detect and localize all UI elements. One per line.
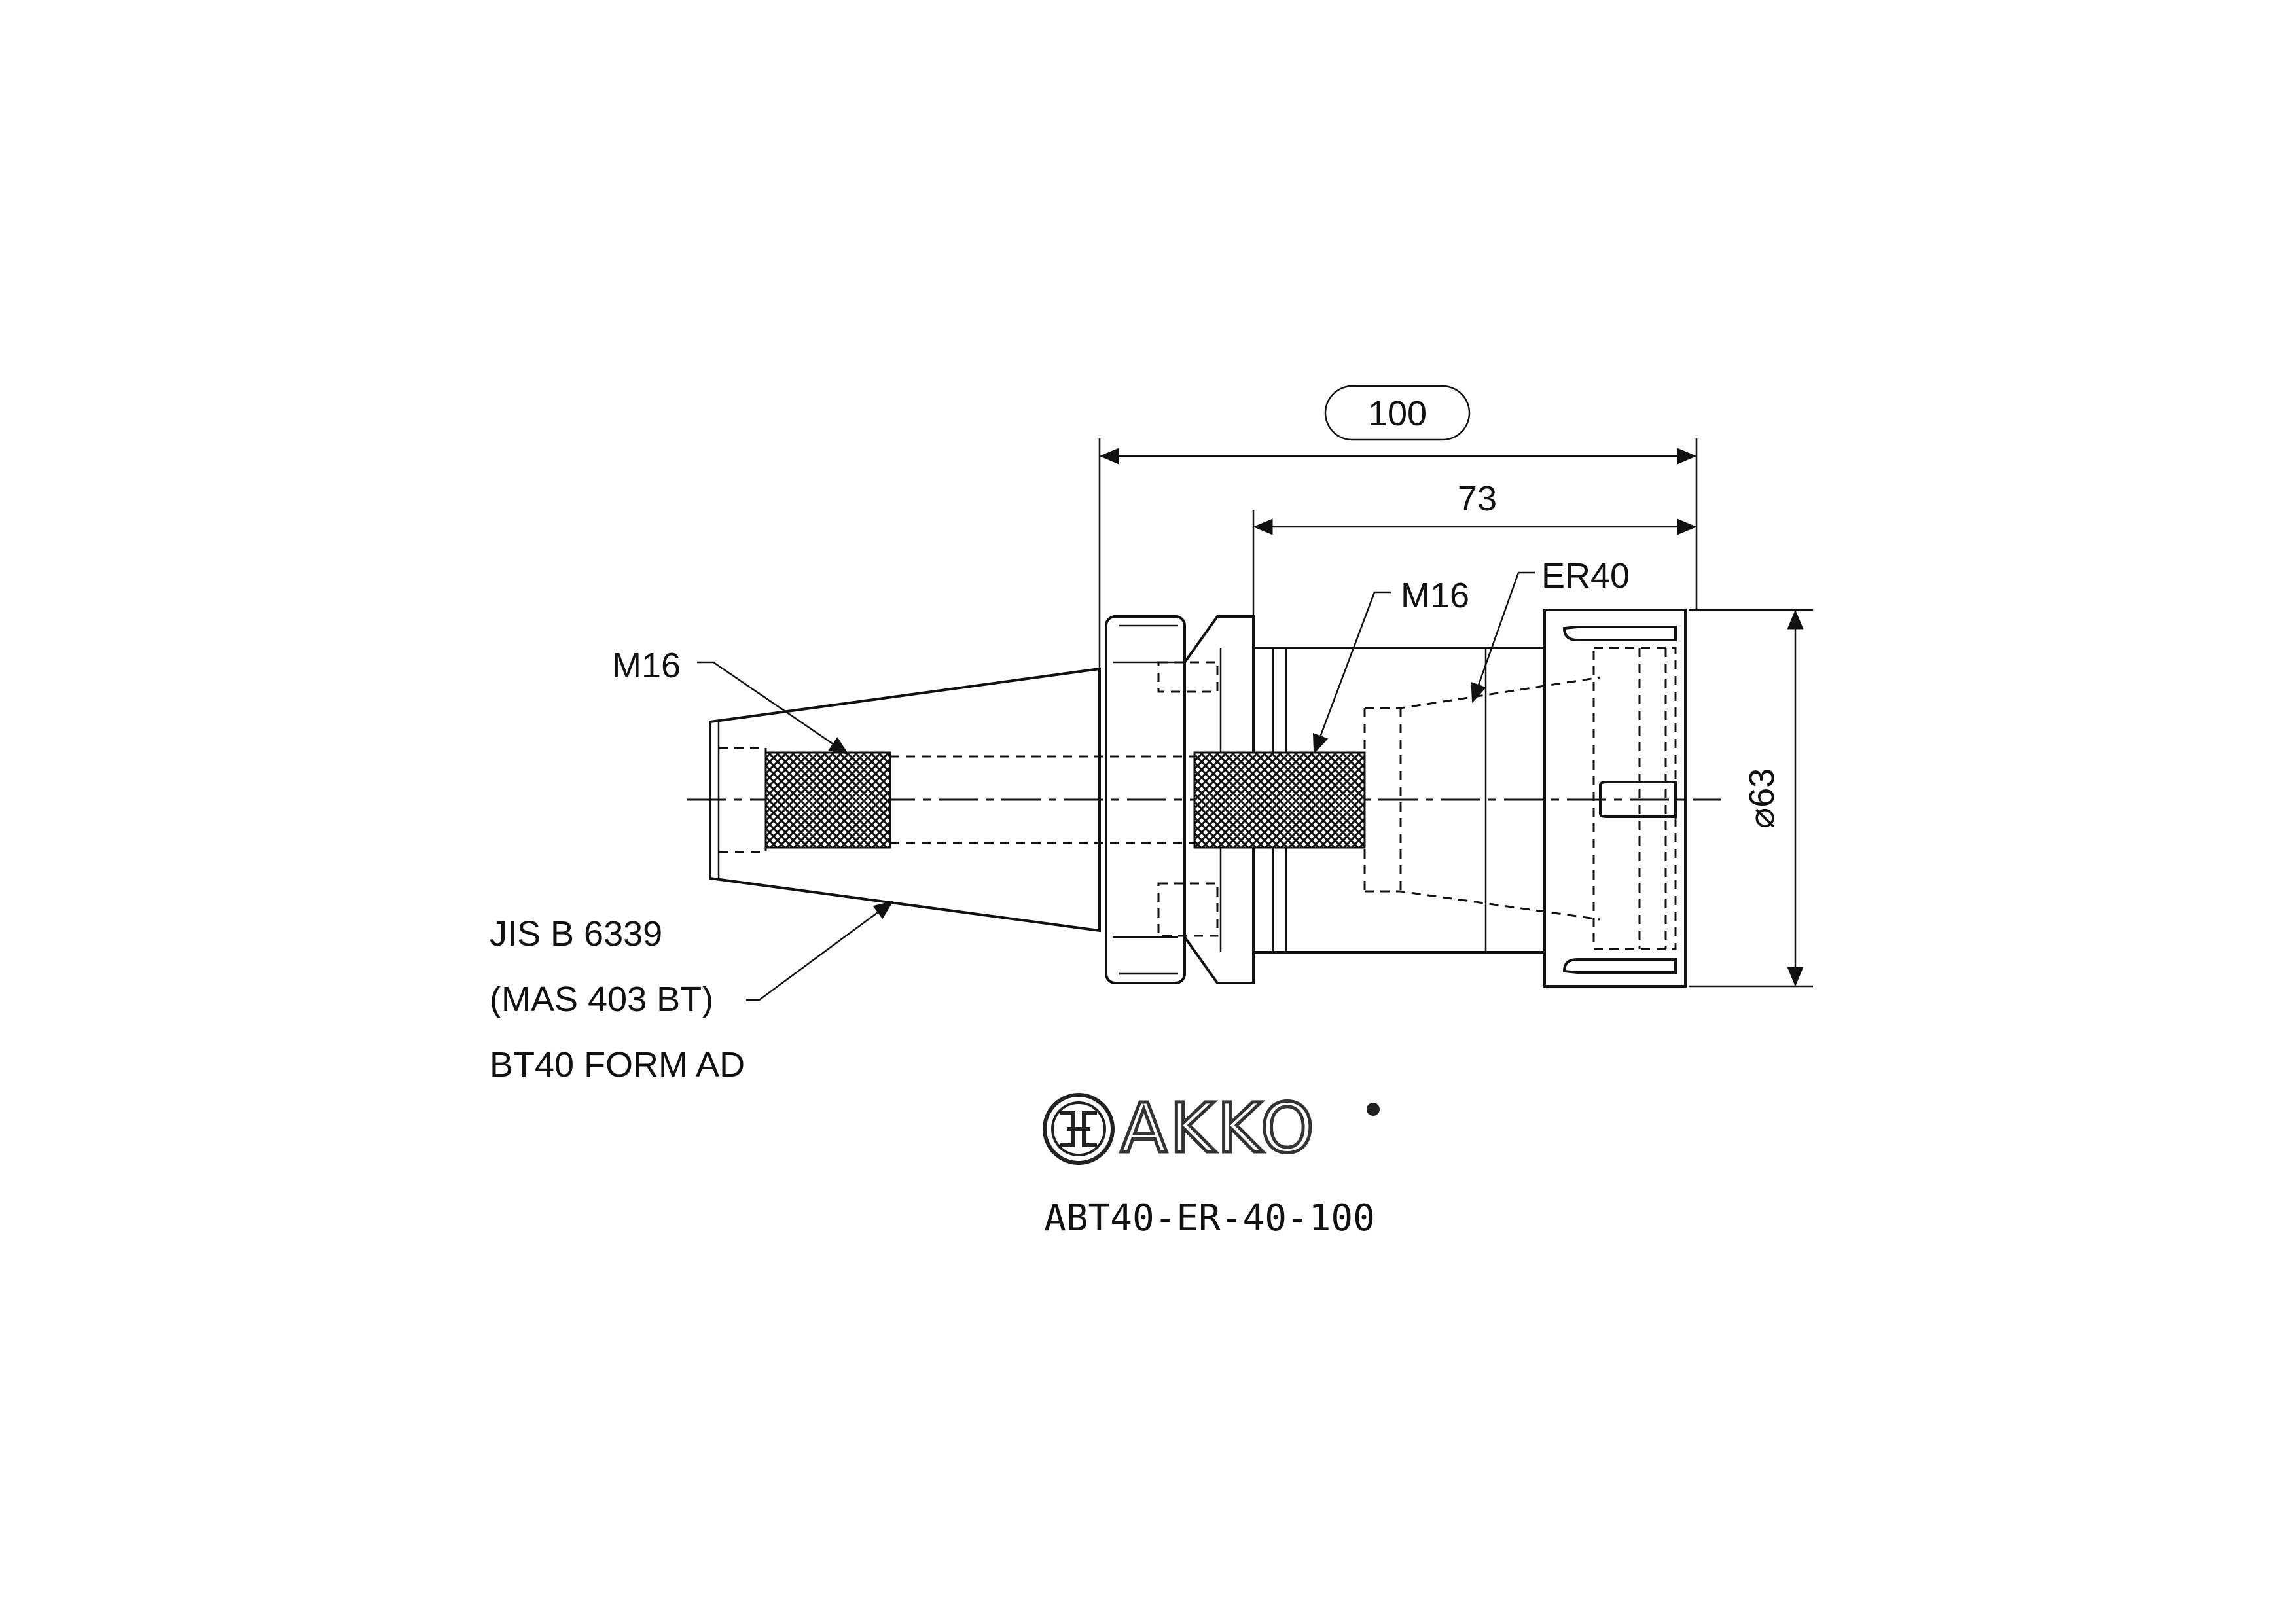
callout-collet: ER40 <box>1541 556 1630 596</box>
dimension-overall-length: 100 <box>1368 394 1427 433</box>
standard-line-1: JIS B 6339 <box>490 914 662 954</box>
registered-dot-icon <box>1367 1103 1380 1116</box>
clamp-nut <box>1543 609 1687 988</box>
taper-shank <box>709 667 1101 933</box>
callout-thread-right: M16 <box>1401 576 1469 615</box>
nut-slot <box>1599 781 1677 818</box>
standard-line-2: (MAS 403 BT) <box>490 980 713 1019</box>
akko-logo-icon <box>1043 1093 1115 1165</box>
dimension-gauge-length: 73 <box>1458 479 1497 518</box>
leader-lines <box>697 571 1535 1001</box>
part-number: ABT40-ER-40-100 <box>1044 1197 1375 1240</box>
dimension-box-100 <box>1324 385 1471 441</box>
brand-name: AKKO <box>1121 1088 1317 1168</box>
dimension-lines <box>1098 438 1813 988</box>
dimension-diameter: ⌀63 <box>1742 768 1782 829</box>
flange-front <box>1105 615 1186 984</box>
callout-thread-left: M16 <box>612 646 681 685</box>
thread-hatch-right <box>1193 751 1366 849</box>
standard-line-3: BT40 FORM AD <box>490 1045 745 1084</box>
thread-hatch-left <box>764 751 891 849</box>
